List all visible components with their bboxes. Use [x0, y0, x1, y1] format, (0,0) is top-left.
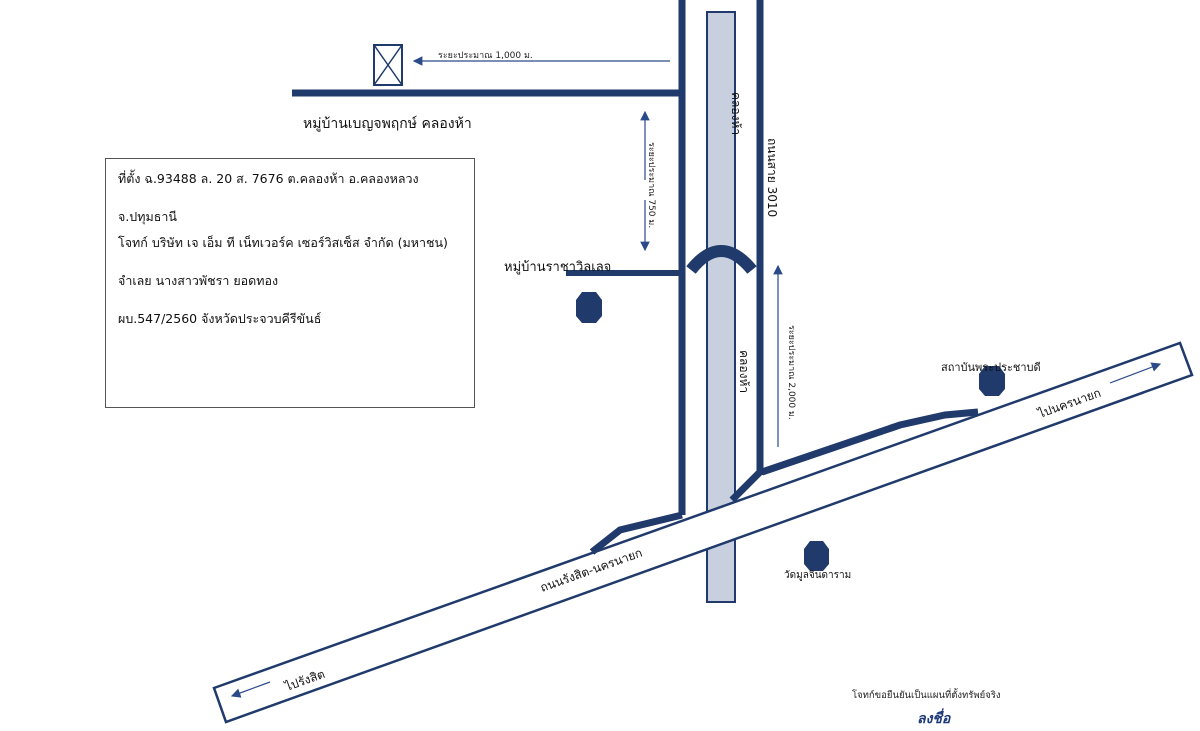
- bridge-icon: [686, 245, 757, 274]
- info-location: ที่ตั้ง ฉ.93488 ล. 20 ส. 7676 ต.คลองห้า …: [118, 171, 419, 186]
- distance-right-label: ระยะประมาณ 2,000 ม.: [786, 325, 796, 420]
- property-info-box: ที่ตั้ง ฉ.93488 ล. 20 ส. 7676 ต.คลองห้า …: [105, 158, 475, 408]
- road-3010-label: ถนนสาย 3010: [765, 138, 779, 217]
- road-canal-join: [729, 469, 763, 503]
- road-right-join: [760, 408, 979, 476]
- signature: ลงชื่อ: [917, 711, 951, 727]
- canal-mid-label: คลองห้า: [737, 350, 751, 393]
- info-plaintiff: โจทก์ บริษัท เจ เอ็ม ที เน็ทเวอร์ค เซอร์…: [118, 235, 448, 250]
- village-mid-label: หมู่บ้านราชาวิลเลจ: [504, 260, 611, 275]
- institute-icon: [979, 366, 1005, 396]
- arrow-to-rangsit: [230, 681, 271, 698]
- temple-label: วัดมูลจินดาราม: [784, 570, 851, 581]
- institute-label: สถาบันพระประชาบดี: [941, 361, 1041, 374]
- arrow-to-nakhon-nayok: [1109, 362, 1162, 384]
- info-defendant: จำเลย นางสาวพัชรา ยอดทอง: [118, 273, 279, 288]
- distance-left-label: ระยะประมาณ 1,000 ม.: [438, 51, 533, 61]
- road-left-join: [589, 511, 683, 555]
- confirmation-note: โจทก์ขอยืนยันเป็นแผนที่ตั้งทรัพย์จริง: [852, 690, 1001, 701]
- main-road-band: [212, 341, 1194, 724]
- village-top-label: หมู่บ้านเบญจพฤกษ์ คลองห้า: [303, 115, 472, 132]
- canal-top-label: คลองห้า: [729, 92, 743, 135]
- distance-mid-label: ระยะประมาณ 750 ม.: [646, 142, 656, 228]
- info-province: จ.ปทุมธานี: [118, 209, 177, 224]
- property-marker-icon: [373, 44, 403, 86]
- canal-khlong-ha: [706, 11, 736, 603]
- temple-icon: [804, 541, 829, 571]
- landmark-village-icon: [576, 292, 602, 323]
- info-case-number: ผบ.547/2560 จังหวัดประจวบคีรีขันธ์: [118, 311, 322, 326]
